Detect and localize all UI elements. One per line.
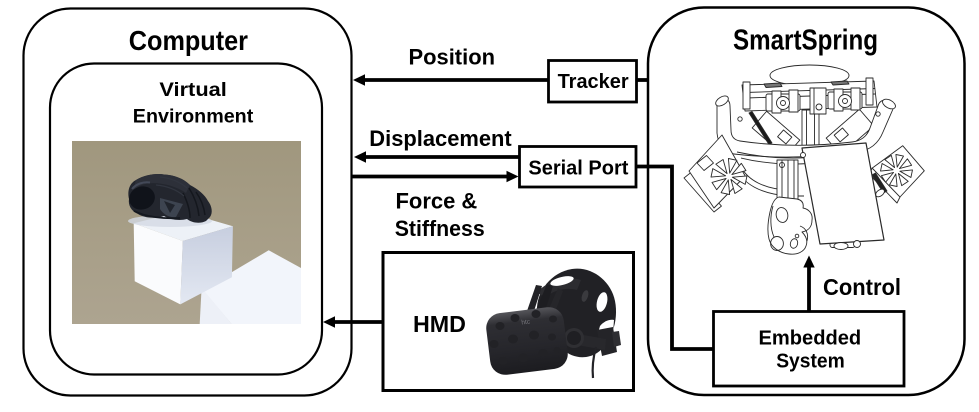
- svg-text:Tracker: Tracker: [558, 71, 629, 93]
- svg-text:Displacement: Displacement: [369, 126, 512, 151]
- svg-text:HMD: HMD: [413, 311, 466, 337]
- svg-text:Environment: Environment: [133, 105, 254, 127]
- svg-text:Stiffness: Stiffness: [395, 216, 485, 241]
- svg-text:Virtual: Virtual: [159, 79, 226, 101]
- svg-text:Force &: Force &: [396, 189, 478, 214]
- svg-text:Computer: Computer: [129, 25, 248, 56]
- svg-text:Control: Control: [823, 274, 901, 300]
- svg-text:htc: htc: [521, 318, 531, 326]
- svg-text:System: System: [776, 350, 845, 372]
- svg-text:Position: Position: [409, 45, 496, 70]
- svg-text:SmartSpring: SmartSpring: [733, 25, 878, 57]
- svg-text:Serial Port: Serial Port: [528, 157, 628, 179]
- svg-text:Embedded: Embedded: [759, 328, 862, 350]
